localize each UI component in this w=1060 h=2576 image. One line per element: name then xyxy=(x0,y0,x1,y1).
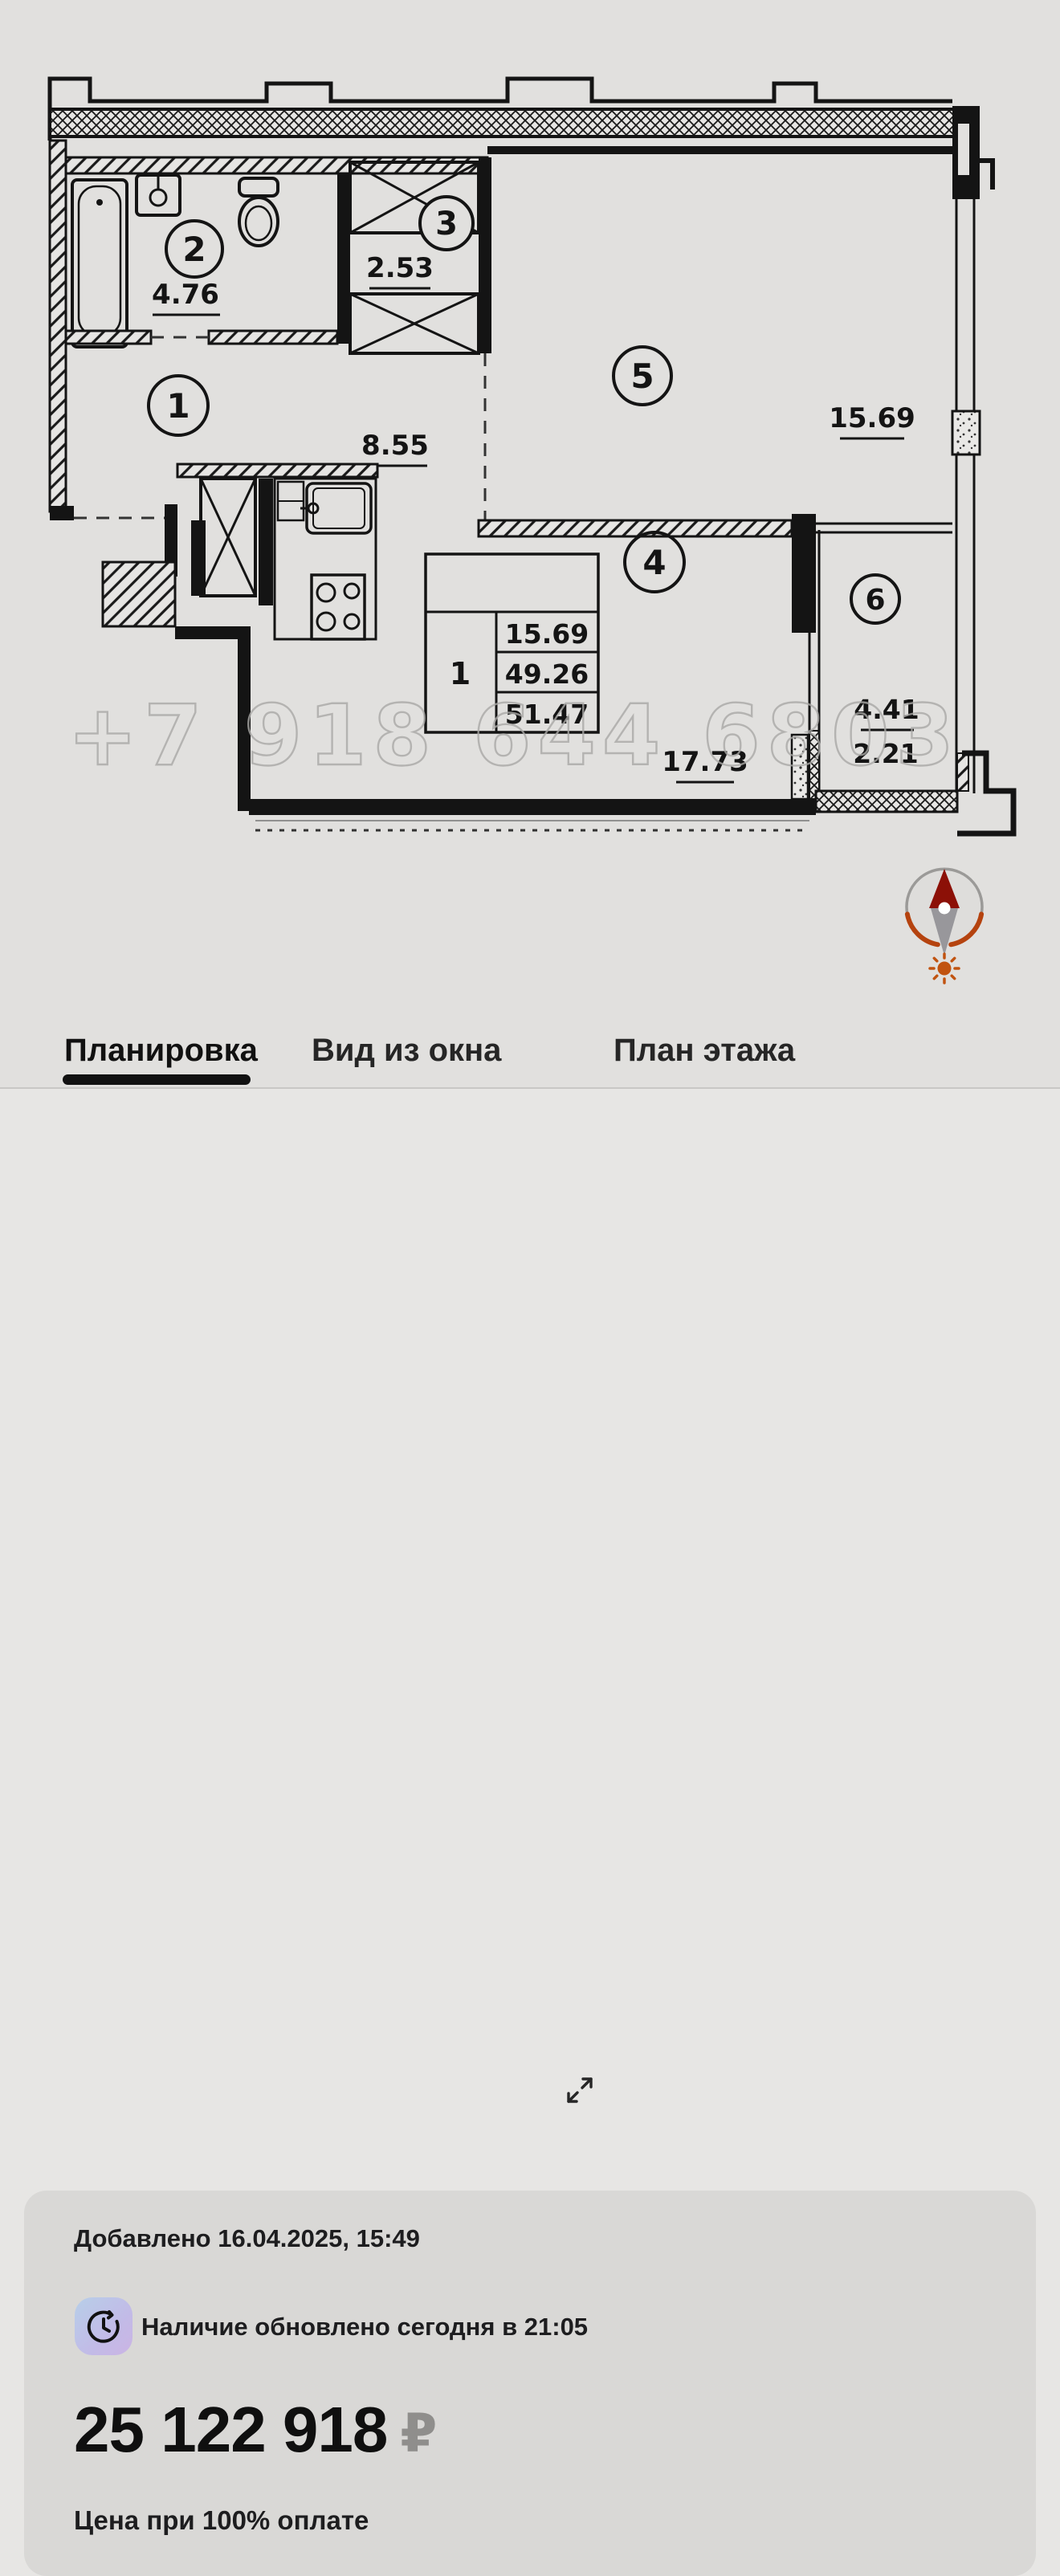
room-4-number: 4 xyxy=(642,543,666,582)
room-6-number: 6 xyxy=(865,584,885,617)
room-balcony: 6 4.41 2.21 xyxy=(790,530,1017,837)
gallery-tabs: Планировка Вид из окна План этажа xyxy=(0,1033,1060,2103)
room-1-number: 1 xyxy=(166,386,190,426)
room-3-number: 3 xyxy=(435,206,458,243)
table-total-area: 51.47 xyxy=(505,699,589,730)
tab-window-view[interactable]: Вид из окна xyxy=(312,1033,502,1068)
room-kitchen-living: 4 17.73 xyxy=(623,531,748,784)
watermark-phone: +7 918 644 6803 xyxy=(67,687,960,785)
stove xyxy=(310,573,366,641)
price-row: 25 122 918₽ xyxy=(74,2393,437,2467)
ruble-sign: ₽ xyxy=(400,2403,438,2463)
plan-section: 2 4.76 3 2.53 1 8.55 xyxy=(0,0,1060,1089)
area-summary-table: 1 15.69 49.26 51.47 xyxy=(424,552,600,734)
room-wardrobe: 3 2.53 xyxy=(349,157,491,520)
room-4-area: 17.73 xyxy=(662,746,748,778)
room-6-area: 4.41 xyxy=(854,694,919,725)
availability-status: Наличие обновлено сегодня в 21:05 xyxy=(141,2313,589,2341)
expand-icon[interactable] xyxy=(561,2071,599,2109)
compass-sun xyxy=(928,952,960,984)
floor-plan: 2 4.76 3 2.53 1 8.55 xyxy=(47,76,1017,984)
room-bathroom: 2 4.76 xyxy=(64,173,350,348)
listing-info-section: Добавлено 16.04.2025, 15:49 Наличие обно… xyxy=(0,1089,1060,2576)
listing-info-card: Добавлено 16.04.2025, 15:49 Наличие обно… xyxy=(24,2191,1036,2576)
section-divider xyxy=(0,1087,1060,1089)
price-value: 25 122 918 xyxy=(74,2394,388,2465)
toilet xyxy=(238,177,279,198)
bottom-wall xyxy=(249,799,816,832)
table-living-area: 49.26 xyxy=(505,658,589,690)
room-living: 5 15.69 xyxy=(477,345,952,633)
kitchen-fixtures xyxy=(176,463,379,641)
bathtub xyxy=(71,178,128,348)
compass-north-needle xyxy=(929,869,960,908)
table-unit: 1 xyxy=(450,656,471,691)
room-3-area: 2.53 xyxy=(366,252,434,284)
room-2-area: 4.76 xyxy=(152,279,219,311)
price-note: Цена при 100% оплате xyxy=(74,2505,369,2535)
room-5-area: 15.69 xyxy=(829,402,915,434)
added-date: Добавлено 16.04.2025, 15:49 xyxy=(74,2224,420,2252)
kitchen-sink xyxy=(305,482,373,535)
room-1-area: 8.55 xyxy=(361,430,429,462)
room-hallway: 1 8.55 xyxy=(50,374,429,811)
tab-layout[interactable]: Планировка xyxy=(64,1033,258,1068)
room-2-number: 2 xyxy=(182,230,206,269)
active-tab-underline xyxy=(63,1074,251,1085)
compass-icon xyxy=(904,867,985,984)
room-5-number: 5 xyxy=(630,357,654,396)
room-6-area2: 2.21 xyxy=(853,738,918,769)
refresh-clock-icon xyxy=(75,2297,132,2355)
tab-floor-plan[interactable]: План этажа xyxy=(614,1033,796,1068)
table-rooms-area: 15.69 xyxy=(505,618,589,650)
